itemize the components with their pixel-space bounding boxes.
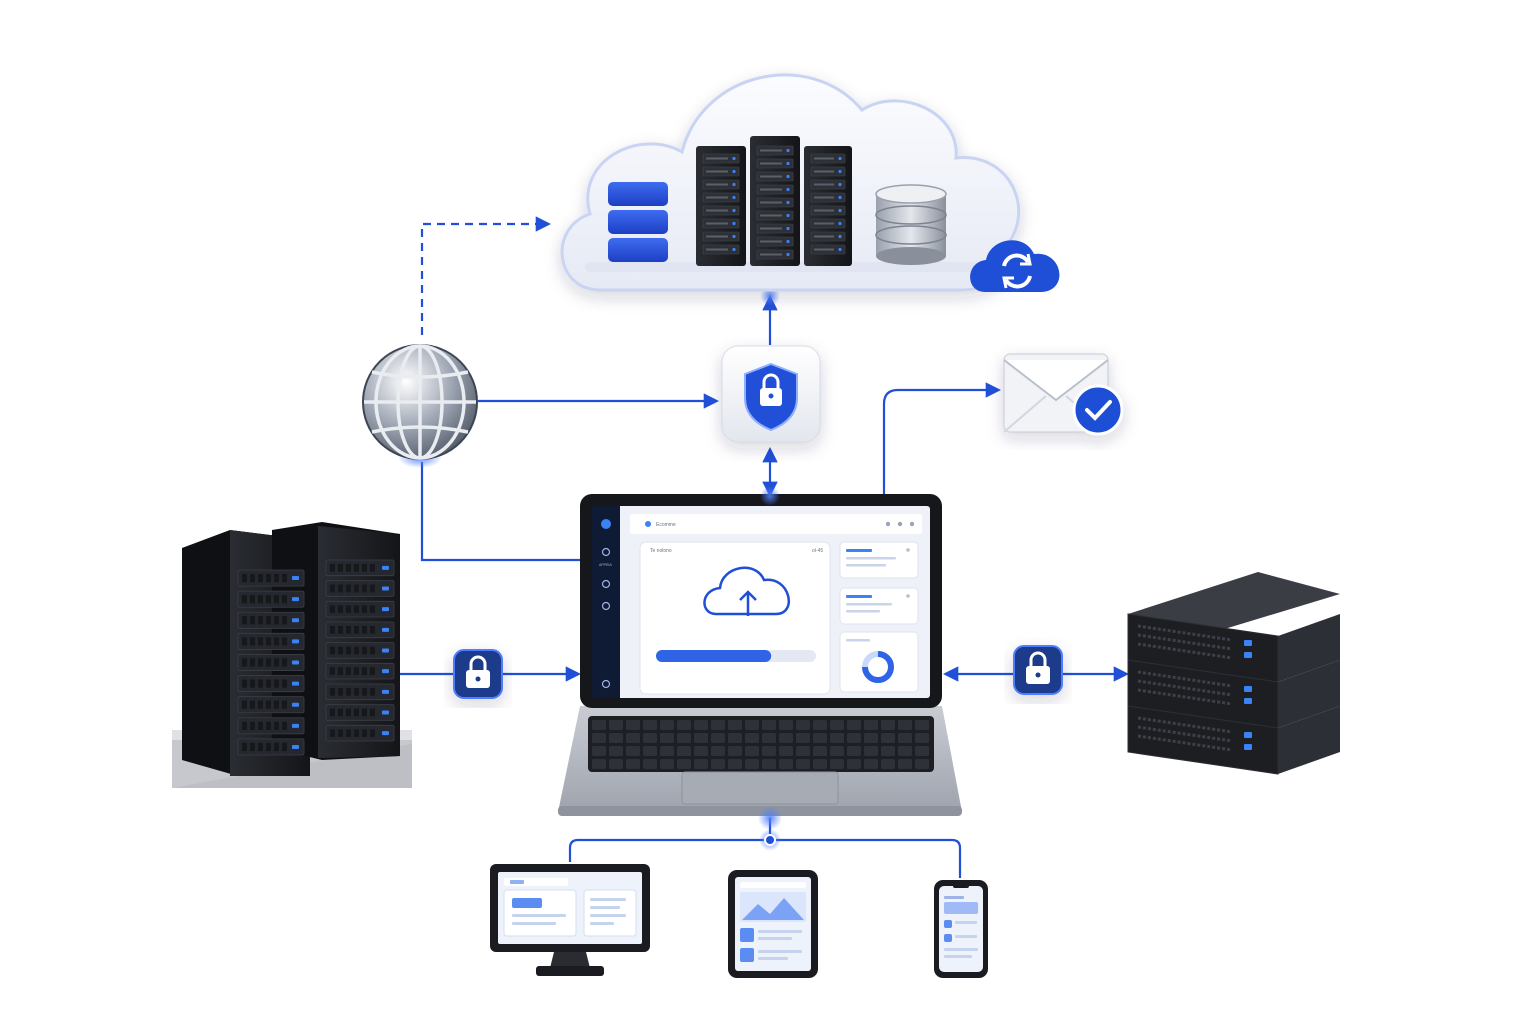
shield-lock-icon bbox=[722, 346, 820, 442]
sidebar-active-label: APPRIA bbox=[599, 563, 613, 567]
email-check-icon bbox=[1004, 354, 1122, 434]
phone-icon bbox=[934, 880, 988, 978]
chart-card bbox=[840, 632, 918, 692]
database-icon bbox=[876, 185, 946, 265]
dashed-globe-to-cloud bbox=[422, 224, 548, 335]
monitor-icon bbox=[490, 864, 650, 976]
panel-caption: Te nolono bbox=[650, 548, 672, 554]
server-rack-icon bbox=[182, 522, 400, 776]
globe-icon bbox=[363, 345, 477, 468]
server-rack-icon bbox=[696, 136, 852, 266]
lock-icon bbox=[1014, 646, 1062, 694]
left-server-racks bbox=[172, 522, 412, 788]
laptop-icon: APPRIA Ecomme Te nolono ol·45 bbox=[558, 486, 962, 830]
app-title: Ecomme bbox=[656, 522, 676, 528]
upload-progress-fill bbox=[656, 650, 771, 662]
connector-globe-to-laptop bbox=[422, 462, 580, 560]
lock-icon bbox=[454, 650, 502, 698]
info-card bbox=[840, 588, 918, 624]
connector-laptop-to-email bbox=[884, 390, 998, 494]
tablet-icon bbox=[728, 870, 818, 978]
right-server-stack bbox=[1128, 572, 1340, 774]
info-card bbox=[840, 542, 918, 578]
panel-meta: ol·45 bbox=[812, 548, 823, 554]
storage-stack-icon bbox=[608, 182, 668, 262]
